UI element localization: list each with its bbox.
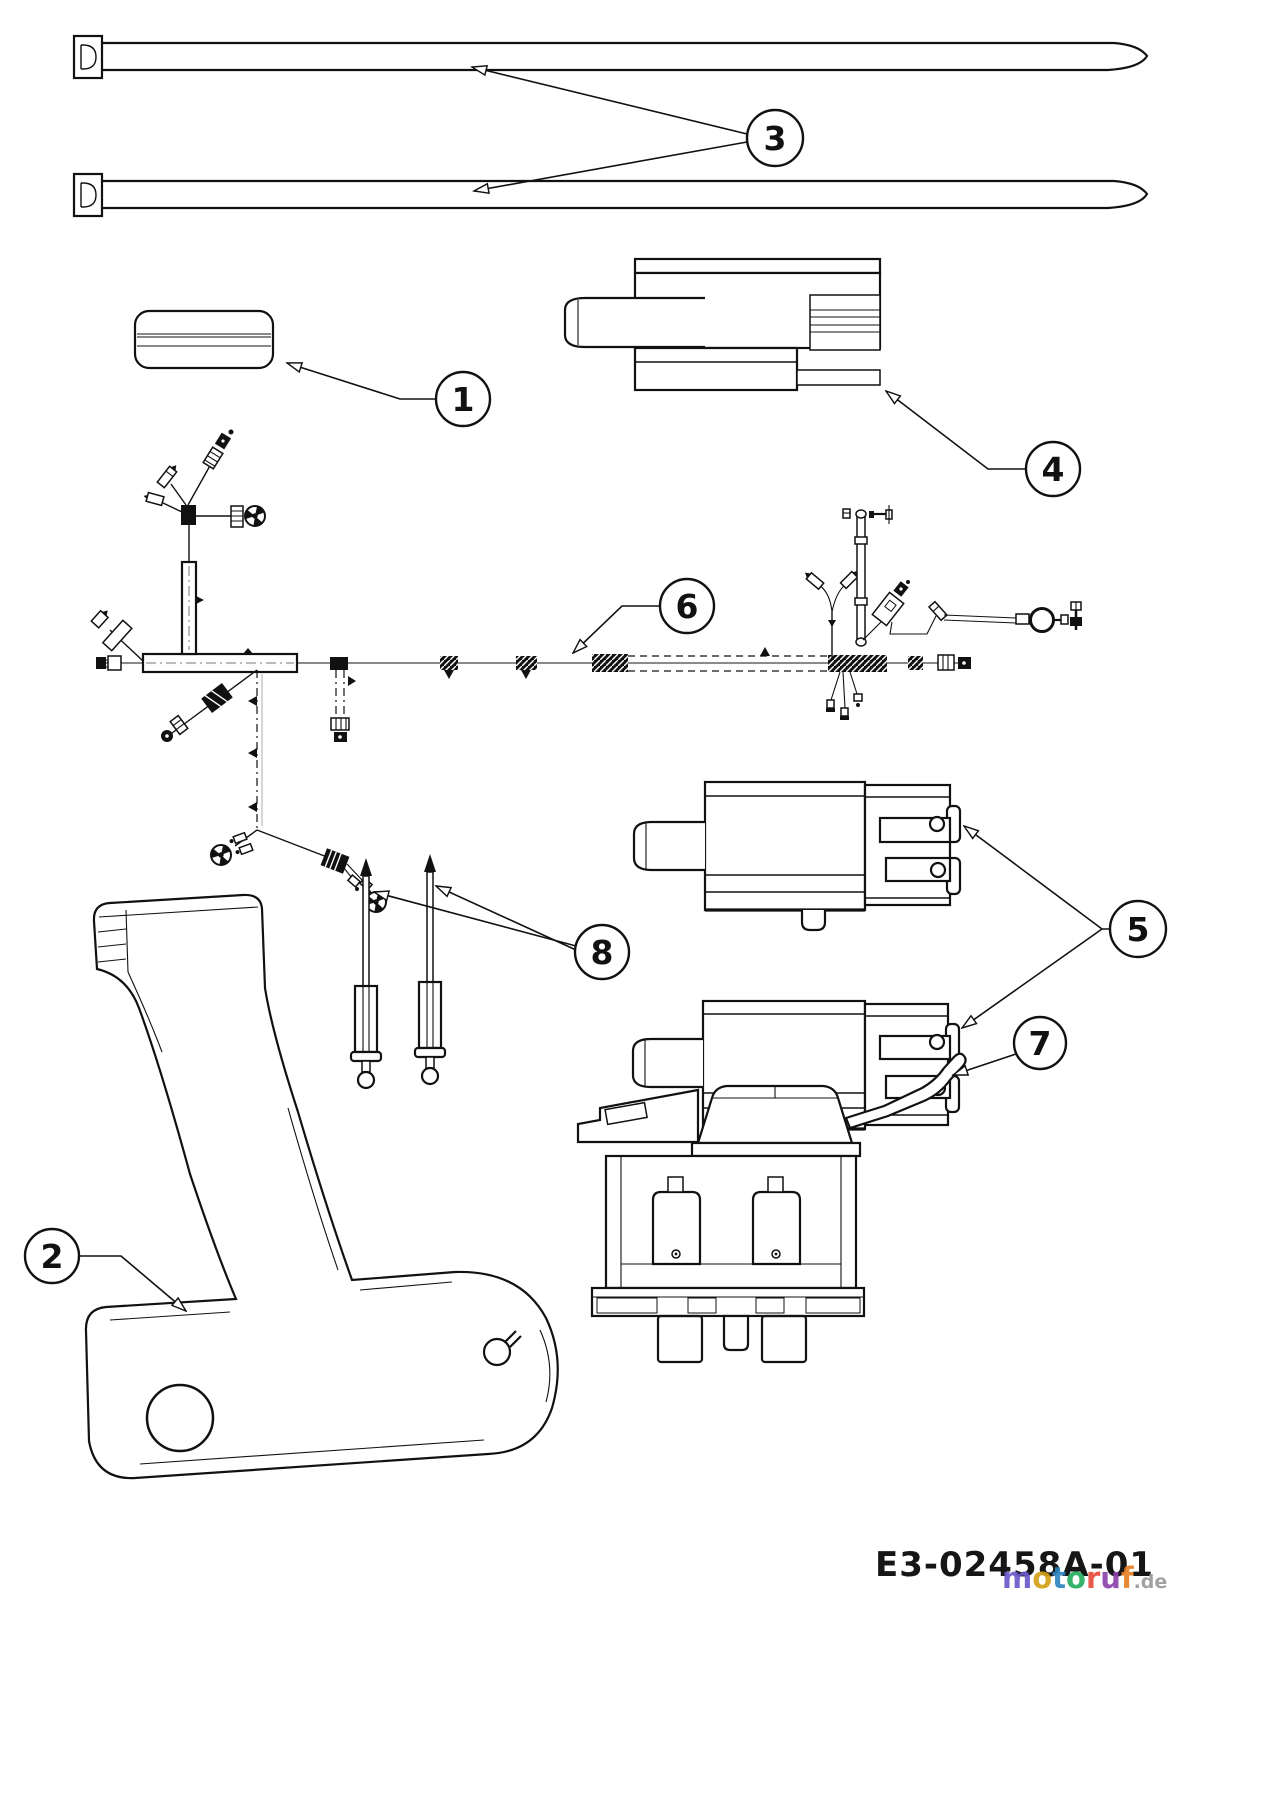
leader-arrow-7 (953, 1053, 1017, 1076)
svg-text:2: 2 (41, 1237, 64, 1276)
part-lever-bracket (84, 893, 559, 1480)
callout-6: 6 (658, 577, 716, 635)
svg-text:5: 5 (1127, 910, 1150, 949)
callout-2: 2 (23, 1227, 81, 1285)
svg-text:3: 3 (764, 119, 787, 158)
watermark-letter: t (1052, 1561, 1066, 1595)
leader-arrow-1 (287, 363, 437, 400)
drawing-part-code: E3-02458A-01 (875, 1545, 1154, 1585)
part-rivet-right (413, 854, 447, 1086)
svg-text:1: 1 (452, 380, 475, 419)
part-rivet-left (349, 858, 383, 1090)
switch-mounting-bracket (844, 1052, 967, 1130)
callout-7: 7 (1012, 1015, 1068, 1071)
leader-arrow-5a (964, 826, 1110, 930)
leader-arrow-3b (474, 141, 748, 191)
callout-3: 3 (745, 108, 805, 168)
leader-arrow-4 (886, 391, 1027, 470)
watermark-suffix: .de (1134, 1571, 1168, 1593)
watermark-letter: m (1002, 1561, 1032, 1595)
part-cable-tie-top (72, 34, 1149, 80)
leader-arrow-3a (472, 67, 748, 135)
leader-arrow-6 (573, 605, 660, 653)
part-cover-pad (133, 309, 275, 370)
svg-text:4: 4 (1042, 450, 1065, 489)
callout-5: 5 (1108, 899, 1168, 959)
watermark-logo: motoruf.de (1002, 1561, 1167, 1595)
part-relay-connector-1 (632, 780, 962, 932)
part-cable-tie-bottom (72, 172, 1149, 218)
callout-4: 4 (1024, 440, 1082, 498)
watermark-letter: f (1121, 1561, 1134, 1595)
callout-1: 1 (434, 370, 492, 428)
part-safety-switch (576, 1052, 967, 1364)
watermark-letter: o (1066, 1561, 1086, 1595)
leader-arrow-2 (79, 1255, 186, 1311)
svg-text:8: 8 (591, 933, 614, 972)
leader-arrow-8b (436, 886, 577, 951)
watermark-letter: o (1032, 1561, 1052, 1595)
part-connector-housing (563, 257, 882, 392)
watermark-letter: r (1086, 1561, 1101, 1595)
callout-8: 8 (573, 923, 631, 981)
leader-lines (79, 67, 1110, 1311)
leader-arrow-8a (374, 892, 577, 947)
part-wiring-harness (90, 429, 1082, 916)
watermark-letter: u (1100, 1561, 1121, 1595)
svg-text:7: 7 (1029, 1024, 1052, 1063)
leader-arrow-5b (962, 928, 1103, 1028)
svg-text:6: 6 (676, 587, 699, 626)
